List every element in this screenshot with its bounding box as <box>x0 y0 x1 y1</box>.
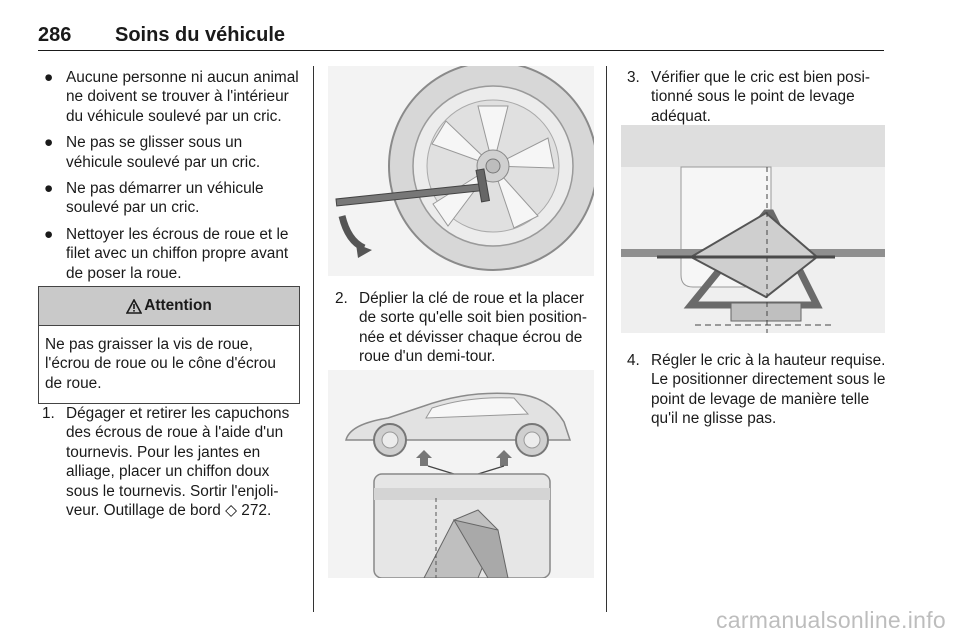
left-column-bullets: ●Aucune personne ni aucun animal ne doiv… <box>38 68 300 290</box>
page-ref-icon: ◇ <box>225 502 237 520</box>
page-ref-link[interactable]: 272. <box>241 502 272 520</box>
step-text: Régler le cric à la hauteur requise. Le … <box>651 352 886 428</box>
step-text: Vérifier que le cric est bien posi-tionn… <box>651 69 870 125</box>
bullet-item: ●Nettoyer les écrous de roue et le filet… <box>44 225 289 282</box>
step-text: Déplier la clé de roue et la placer de s… <box>359 290 587 366</box>
attention-header: Attention <box>39 287 299 326</box>
car-lift-points-illustration <box>328 370 594 578</box>
step-text: Dégager et retirer les capuchons des écr… <box>66 405 290 520</box>
step-2: 2. Déplier la clé de roue et la placer d… <box>335 289 597 367</box>
attention-text: Ne pas graisser la vis de roue, l'écrou … <box>45 336 276 392</box>
bullet-text: Nettoyer les écrous de roue et le filet … <box>66 225 289 282</box>
wheel-wrench-illustration <box>328 66 594 276</box>
watermark: carmanualsonline.info <box>715 607 946 633</box>
bullet-text: Ne pas se glisser sous un véhicule soule… <box>66 134 261 171</box>
warning-triangle-icon <box>126 298 143 314</box>
attention-box: Attention Ne pas graisser la vis de roue… <box>38 286 300 405</box>
jack-positioning-illustration <box>621 125 885 333</box>
page-number: 286 <box>38 24 72 46</box>
step-4: 4. Régler le cric à la hauteur requise. … <box>627 351 887 429</box>
step-number: 1. <box>42 405 55 422</box>
column-divider-left <box>313 66 314 612</box>
step-number: 2. <box>335 290 348 307</box>
step-number: 4. <box>627 352 640 369</box>
step-number: 3. <box>627 69 640 86</box>
bullet-item: ●Ne pas démarrer un véhicule soulevé par… <box>44 180 264 217</box>
bullet-item: ●Aucune personne ni aucun animal ne doiv… <box>44 69 299 125</box>
step-3: 3. Vérifier que le cric est bien posi-ti… <box>627 68 887 126</box>
attention-title: Attention <box>144 297 212 314</box>
header-rule <box>38 50 884 51</box>
bullet-text: Ne pas démarrer un véhicule soulevé par … <box>66 180 264 217</box>
step-1: 1. Dégager et retirer les capuchons des … <box>42 404 298 520</box>
column-divider-right <box>606 66 607 612</box>
bullet-item: ●Ne pas se glisser sous un véhicule soul… <box>44 134 261 171</box>
page-title: Soins du véhicule <box>115 24 286 46</box>
bullet-text: Aucune personne ni aucun animal ne doive… <box>66 69 299 125</box>
